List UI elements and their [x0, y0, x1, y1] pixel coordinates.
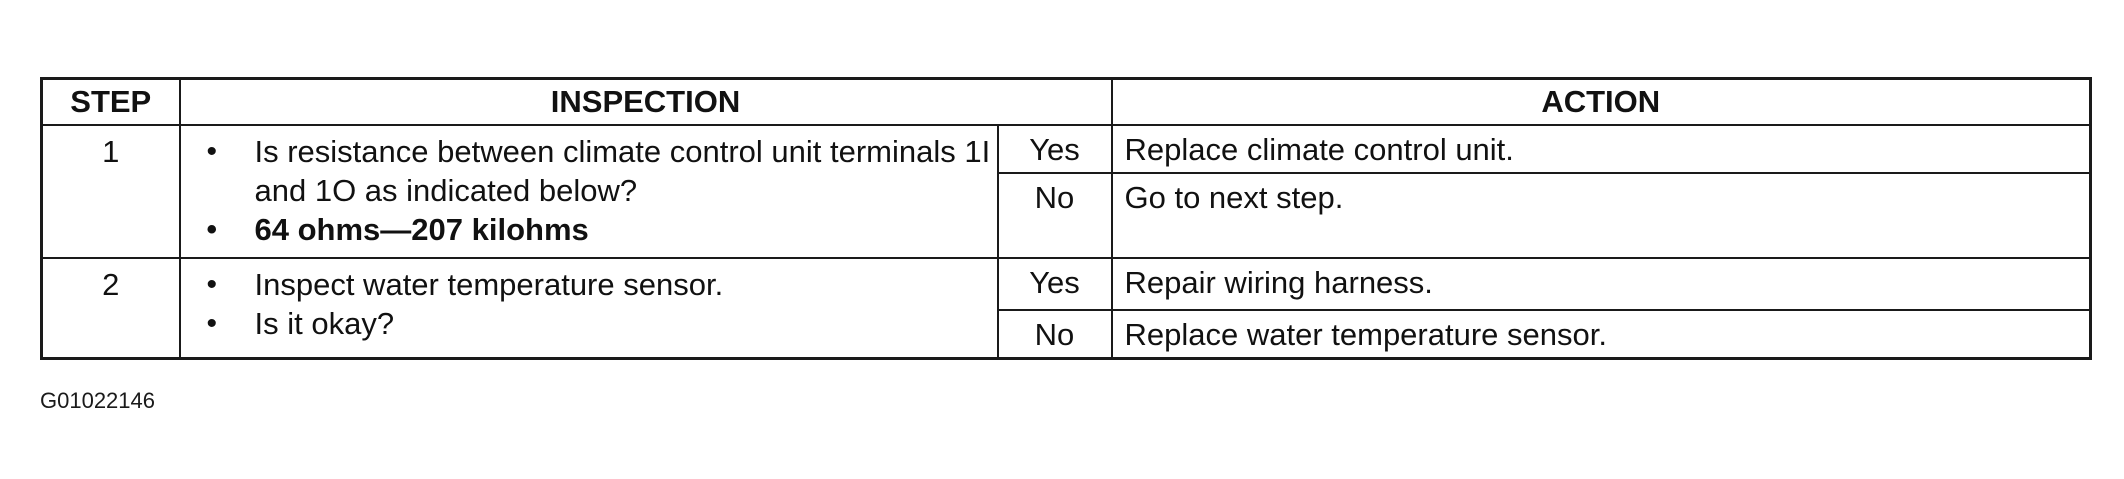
bullet-icon: • — [206, 267, 218, 301]
inspection-text: Is it okay? — [254, 305, 395, 341]
bullet-icon: • — [206, 306, 218, 340]
answer-yes: Yes — [996, 256, 1113, 312]
table-row: No Replace water temperature sensor. — [42, 309, 2092, 360]
header-step: STEP — [40, 77, 181, 127]
inspection-cell: • Inspect water temperature sensor. • Is… — [178, 256, 999, 360]
inspection-item: • Is resistance between climate control … — [203, 132, 997, 210]
inspection-item: • Inspect water temperature sensor. — [203, 265, 997, 304]
header-action: ACTION — [1110, 77, 2092, 127]
action-text: Repair wiring harness. — [1110, 256, 2092, 312]
answer-yes: Yes — [996, 124, 1113, 174]
figure-id: G01022146 — [40, 388, 155, 413]
step-number: 2 — [40, 256, 181, 360]
table-row: 1 • Is resistance between climate contro… — [40, 124, 2092, 259]
answer-no: No — [996, 171, 1113, 259]
bullet-icon: • — [206, 213, 218, 247]
inspection-text: 64 ohms—207 kilohms — [254, 212, 589, 248]
inspection-list: • Inspect water temperature sensor. • Is… — [181, 265, 997, 343]
table-row: 2 • Inspect water temperature sensor. • … — [40, 256, 2092, 360]
answer-no: No — [996, 309, 1113, 360]
inspection-item: • Is it okay? — [203, 304, 997, 343]
diagnostic-table: STEP INSPECTION ACTION 1 • Is resistance… — [40, 77, 2092, 360]
header-row: STEP INSPECTION ACTION — [40, 77, 2092, 127]
action-text: Replace climate control unit. — [1110, 124, 2092, 174]
inspection-text: Is resistance between climate control un… — [254, 134, 991, 209]
action-text: Go to next step. — [1110, 171, 2092, 259]
inspection-text: Inspect water temperature sensor. — [254, 266, 724, 302]
inspection-list: • Is resistance between climate control … — [181, 132, 997, 249]
table-row: No Go to next step. — [42, 171, 2092, 259]
inspection-item: • 64 ohms—207 kilohms — [203, 210, 997, 249]
inspection-cell: • Is resistance between climate control … — [178, 124, 999, 259]
step-number: 1 — [40, 124, 181, 259]
header-inspection: INSPECTION — [178, 77, 1113, 127]
action-text: Replace water temperature sensor. — [1110, 309, 2092, 360]
bullet-icon: • — [206, 135, 218, 169]
